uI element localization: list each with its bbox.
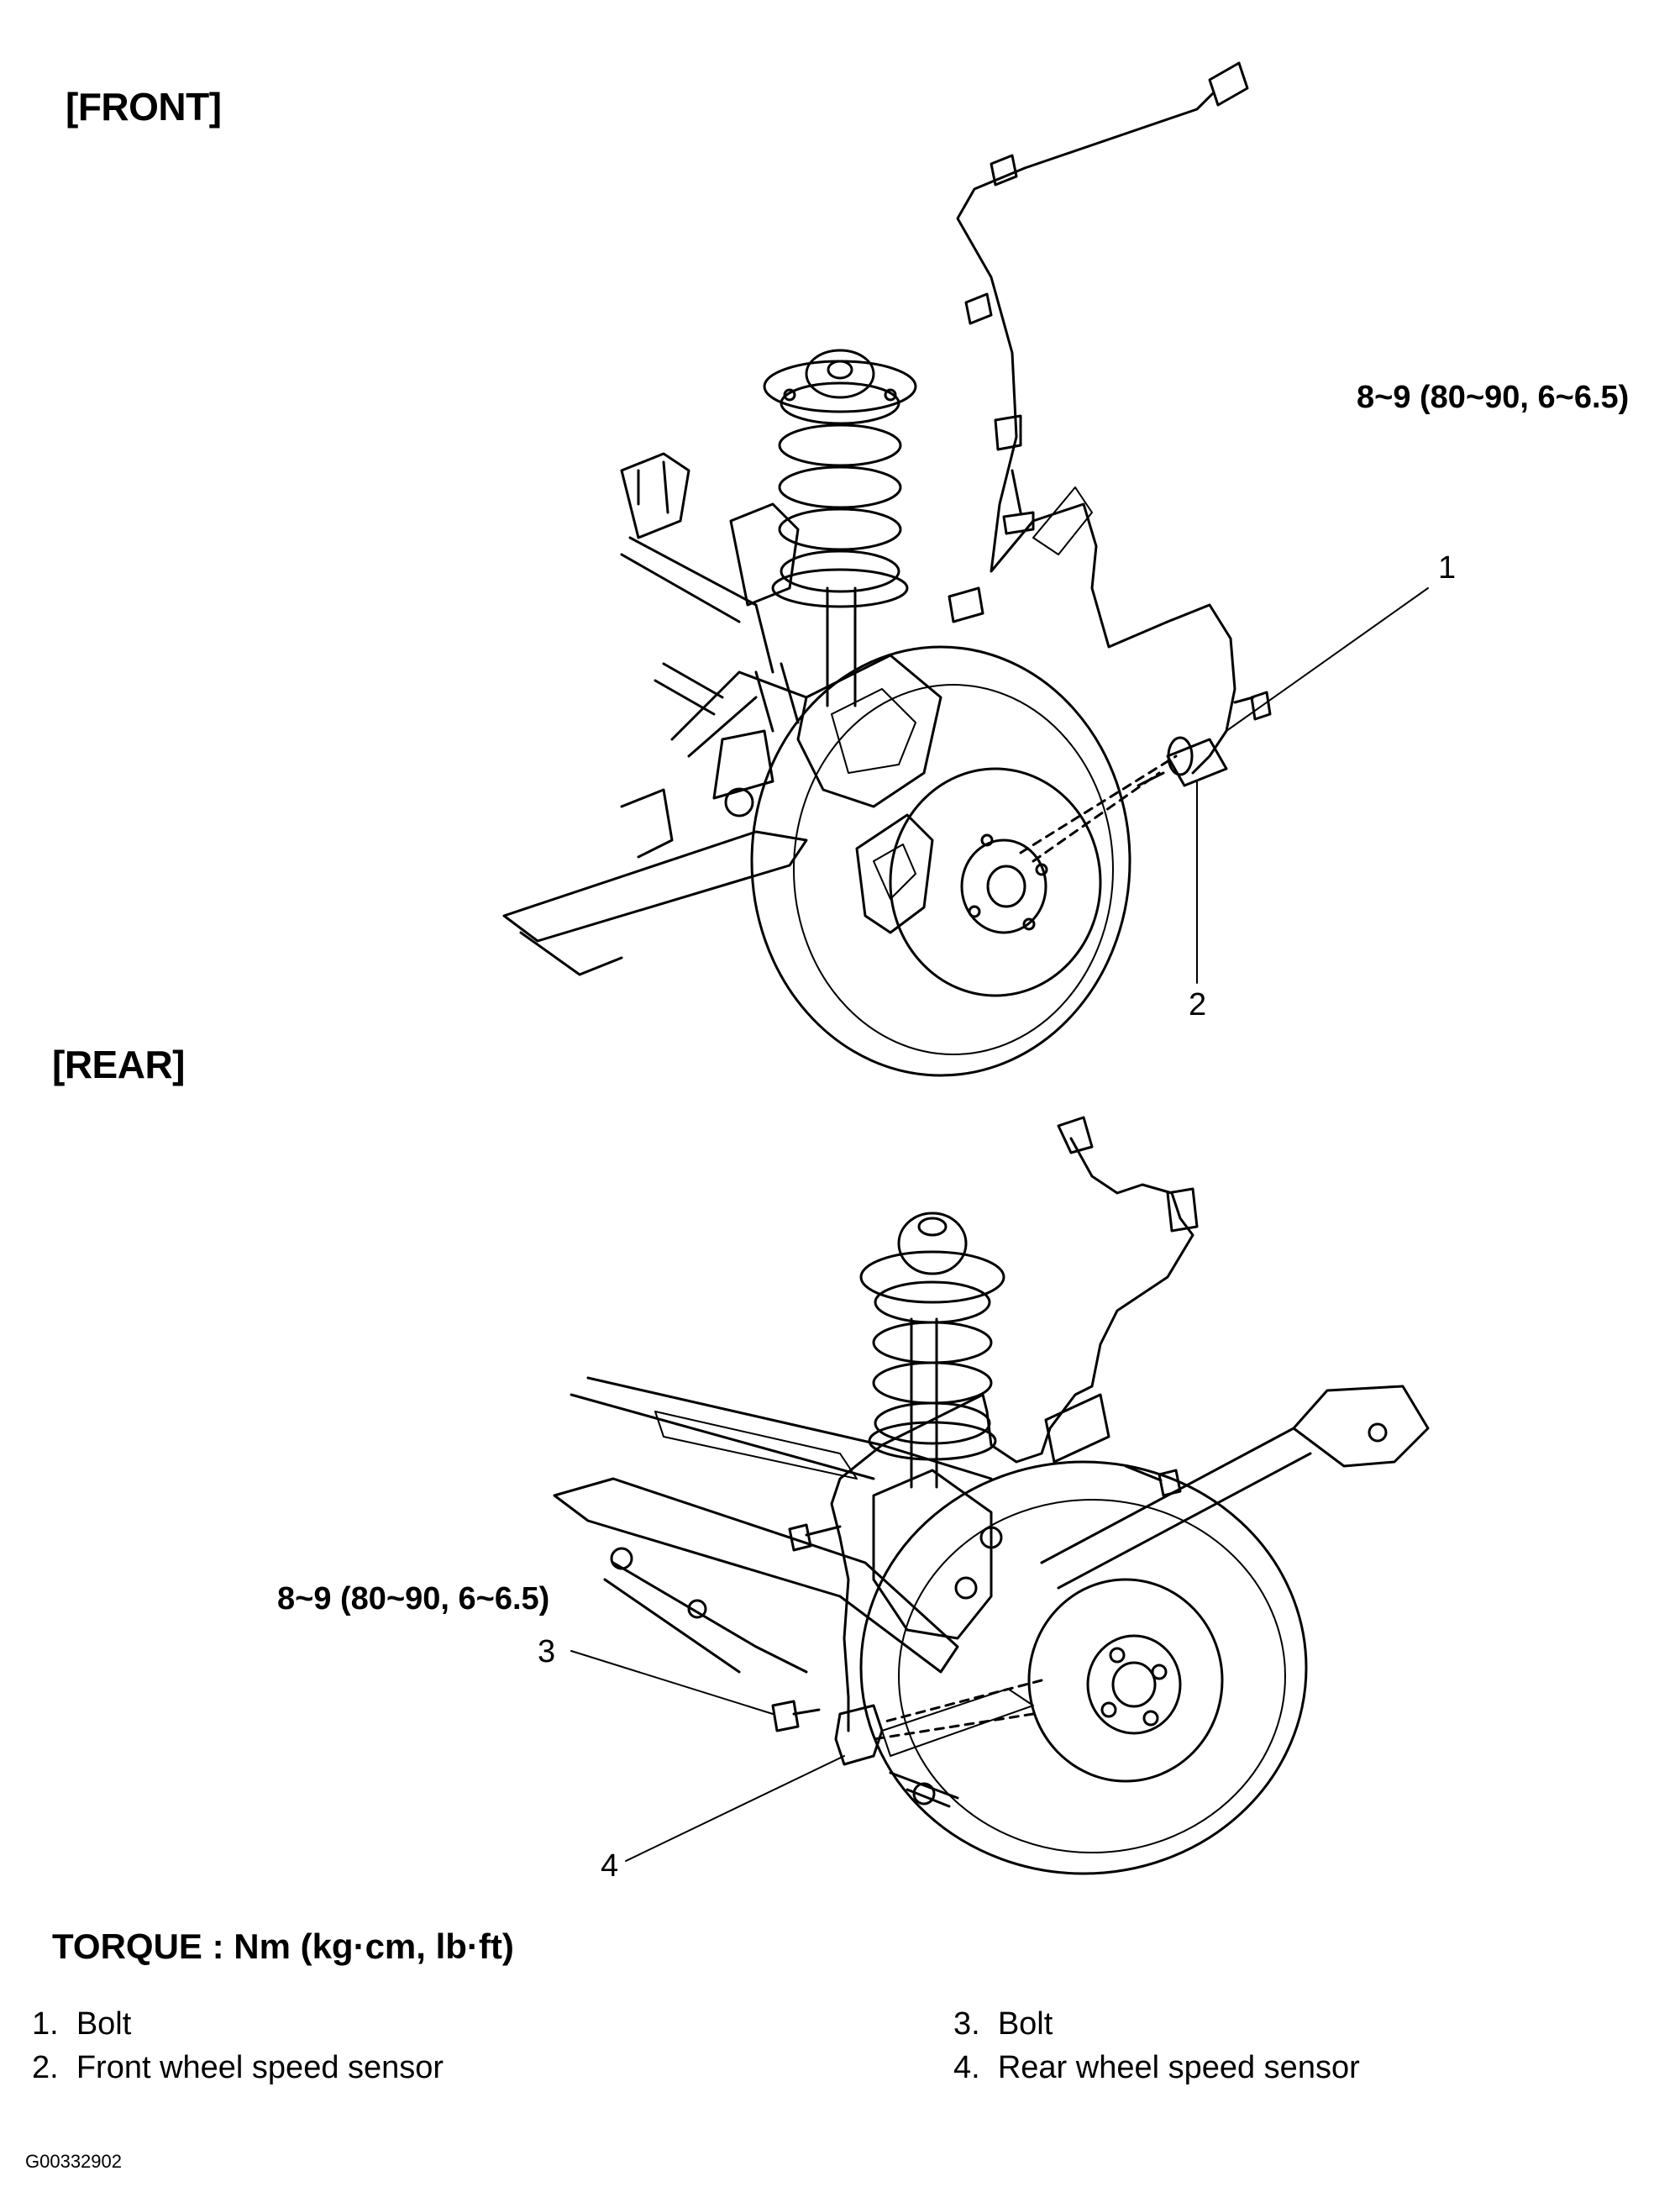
rear-tire [861, 1462, 1306, 1874]
front-section-heading: [FRONT] [66, 85, 222, 129]
legend-number: 4. [953, 2050, 980, 2085]
front-lower-arm [504, 832, 806, 941]
callout-2: 2 [1189, 987, 1207, 1022]
front-tire [752, 647, 1130, 1075]
legend-item-4: 4. Rear wheel speed sensor [953, 2050, 1360, 2086]
rear-harness-connector [1058, 1117, 1092, 1153]
legend-item-3: 3. Bolt [953, 2006, 1053, 2042]
rear-sensor-bolt [773, 1701, 819, 1731]
rear-section-heading: [REAR] [52, 1043, 185, 1086]
torque-unit-heading: TORQUE : Nm (kg·cm, lb·ft) [52, 1927, 514, 1966]
front-brake-caliper [857, 815, 932, 933]
rear-brake-drum [1029, 1580, 1222, 1781]
rear-top-mount [861, 1252, 1004, 1302]
legend-label: Bolt [997, 2006, 1053, 2042]
front-harness-connector [1210, 63, 1247, 105]
front-bolt-torque-spec: 8~9 (80~90, 6~6.5) [1357, 380, 1630, 415]
rear-wheel-speed-sensor [836, 1706, 882, 1764]
legend-number: 1. [32, 2006, 59, 2042]
figure-code: G00332902 [25, 2151, 122, 2172]
rear-wheel-assembly [554, 1117, 1428, 1874]
front-sensor-harness [958, 92, 1235, 773]
front-top-mount [764, 361, 916, 412]
legend-item-1: 1. Bolt [32, 2006, 131, 2042]
front-sensor-bolt [1235, 692, 1270, 719]
rear-coil-spring [874, 1282, 991, 1443]
callout-1: 1 [1438, 550, 1457, 586]
legend-item-2: 2. Front wheel speed sensor [32, 2050, 444, 2086]
legend-number: 3. [953, 2006, 980, 2042]
front-coil-spring [780, 383, 900, 591]
rear-sensor-harness [832, 1138, 1193, 1731]
rear-trailing-arm [554, 1479, 958, 1672]
legend-label: Front wheel speed sensor [76, 2050, 444, 2085]
legend-number: 2. [32, 2050, 59, 2085]
legend-label: Rear wheel speed sensor [997, 2050, 1360, 2085]
front-strut-tube [827, 588, 855, 706]
legend-label: Bolt [76, 2006, 132, 2042]
callout-3: 3 [538, 1634, 556, 1669]
rear-bolt-torque-spec: 8~9 (80~90, 6~6.5) [277, 1581, 550, 1616]
rear-arm-bracket [1294, 1386, 1428, 1466]
callout-4: 4 [601, 1848, 619, 1884]
front-brake-disc [890, 769, 1100, 996]
front-wheel-assembly [504, 63, 1428, 1075]
